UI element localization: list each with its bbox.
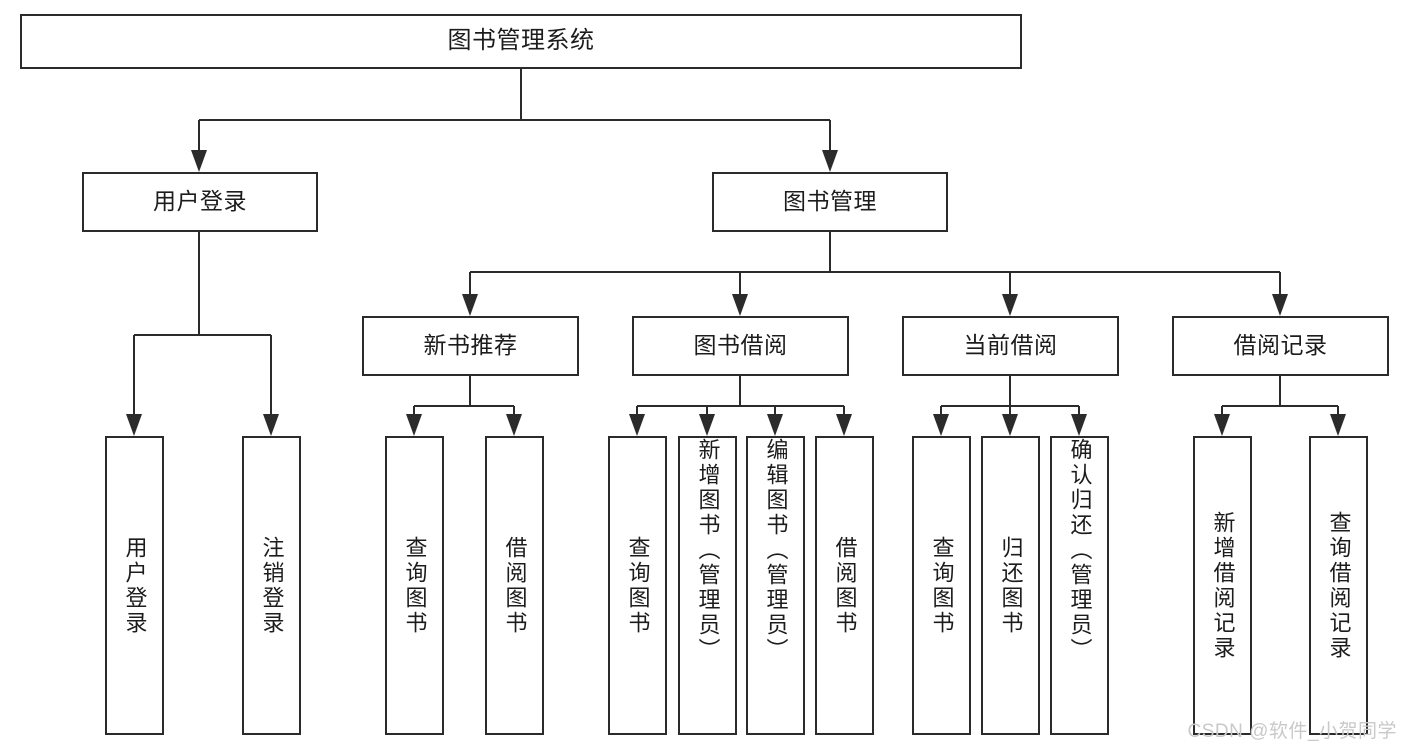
arrow-borrow-c0 (629, 414, 645, 436)
leaf-borrow-record-query-record[interactable]: 查询借阅记录 (1309, 436, 1368, 735)
node-label: 新书推荐 (423, 332, 518, 359)
node-root-book-management-system[interactable]: 图书管理系统 (20, 14, 1022, 69)
csdn-watermark: CSDN @软件_小贺同学 (1187, 721, 1397, 742)
node-label: 用户登录 (153, 188, 247, 215)
leaf-current-borrow-return-book[interactable]: 归还图书 (981, 436, 1040, 735)
node-label: 图书管理系统 (447, 27, 595, 55)
arrow-user-login-c1 (263, 414, 279, 436)
node-label: 新增借阅记录 (1210, 510, 1236, 661)
leaf-user-login-login[interactable]: 用户登录 (105, 436, 164, 735)
node-current-borrow[interactable]: 当前借阅 (902, 316, 1119, 376)
node-label: 查询图书 (929, 535, 955, 636)
node-label: 查询借阅记录 (1326, 510, 1352, 661)
arrow-newbook-c0 (406, 414, 422, 436)
node-label: 归还图书 (998, 535, 1024, 636)
node-book-management[interactable]: 图书管理 (712, 172, 948, 232)
node-label: 当前借阅 (963, 332, 1058, 359)
leaf-borrow-record-add-record[interactable]: 新增借阅记录 (1193, 436, 1252, 735)
leaf-book-borrow-query-book[interactable]: 查询图书 (608, 436, 667, 735)
arrow-borrow-c1 (699, 414, 715, 436)
leaf-book-borrow-edit-book-admin[interactable]: 编辑图书（管理员） (746, 436, 805, 735)
leaf-current-borrow-confirm-return-admin[interactable]: 确认归还（管理员） (1050, 436, 1109, 735)
node-label: 查询图书 (625, 535, 651, 636)
node-new-book-recommend[interactable]: 新书推荐 (362, 316, 579, 376)
node-label: 编辑图书（管理员） (763, 438, 789, 663)
node-label: 图书管理 (783, 188, 877, 215)
leaf-book-borrow-add-book-admin[interactable]: 新增图书（管理员） (678, 436, 737, 735)
arrow-current-c0 (933, 414, 949, 436)
node-label: 借阅图书 (502, 535, 528, 636)
arrow-bm-to-record (1272, 294, 1288, 316)
leaf-book-borrow-borrow-book[interactable]: 借阅图书 (815, 436, 874, 735)
leaf-user-login-logout[interactable]: 注销登录 (242, 436, 301, 735)
arrow-borrow-c2 (767, 414, 783, 436)
arrow-newbook-c1 (506, 414, 522, 436)
node-label: 用户登录 (122, 535, 148, 636)
leaf-new-book-query-book[interactable]: 查询图书 (385, 436, 444, 735)
node-label: 注销登录 (259, 535, 285, 636)
node-label: 新增图书（管理员） (695, 438, 721, 663)
arrow-borrow-c3 (836, 414, 852, 436)
arrow-record-c1 (1330, 414, 1346, 436)
node-book-borrow[interactable]: 图书借阅 (632, 316, 849, 376)
node-label: 查询图书 (402, 535, 428, 636)
arrow-current-c2 (1071, 414, 1087, 436)
leaf-new-book-borrow-book[interactable]: 借阅图书 (485, 436, 544, 735)
node-label: 借阅图书 (832, 535, 858, 636)
arrow-bm-to-current (1002, 294, 1018, 316)
node-label: 确认归还（管理员） (1067, 438, 1093, 663)
arrow-root-to-book-manage (822, 150, 838, 172)
node-label: 借阅记录 (1233, 332, 1328, 359)
node-user-login[interactable]: 用户登录 (82, 172, 318, 232)
arrow-record-c0 (1214, 414, 1230, 436)
leaf-current-borrow-query-book[interactable]: 查询图书 (912, 436, 971, 735)
arrow-root-to-user-login (191, 150, 207, 172)
node-label: 图书借阅 (693, 332, 788, 359)
arrow-user-login-c0 (126, 414, 142, 436)
arrow-bm-to-newbook (462, 294, 478, 316)
arrow-bm-to-borrow (732, 294, 748, 316)
node-borrow-record[interactable]: 借阅记录 (1172, 316, 1389, 376)
arrow-current-c1 (1002, 414, 1018, 436)
